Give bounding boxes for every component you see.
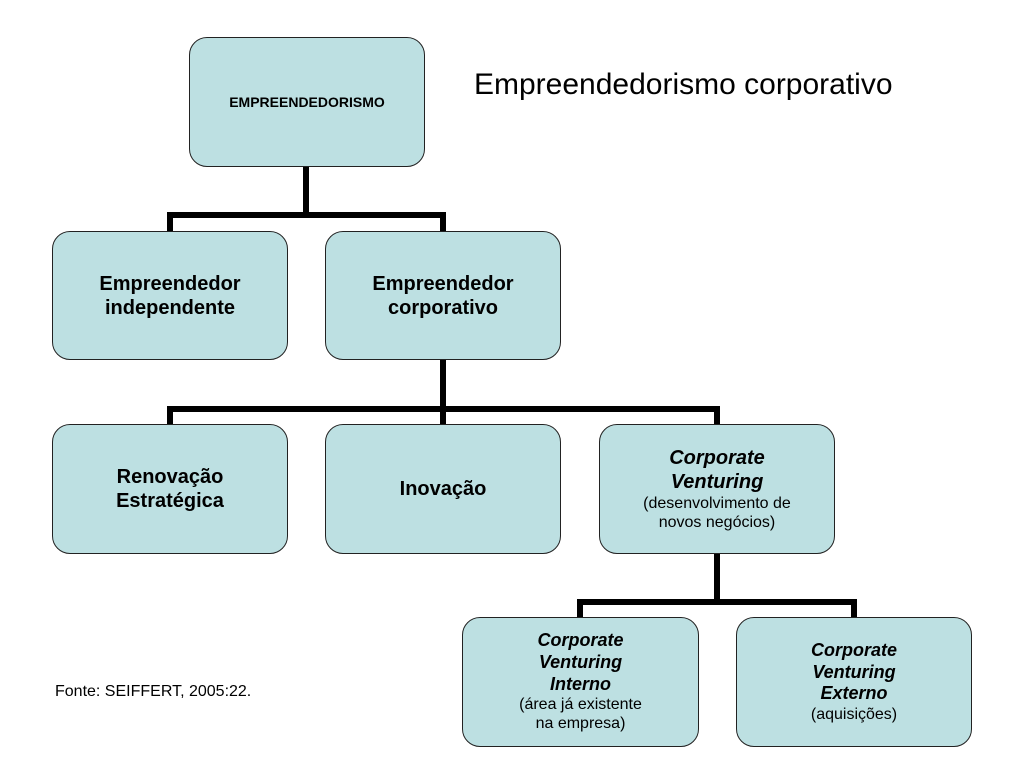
node-label-line2: Venturing bbox=[812, 661, 896, 682]
node-renovacao-estrategica: Renovação Estratégica bbox=[52, 424, 288, 554]
node-label-line1: Empreendedor bbox=[99, 272, 241, 295]
node-label-line2: Venturing bbox=[670, 470, 764, 493]
node-inovacao: Inovação bbox=[325, 424, 561, 554]
node-corporate-venturing: Corporate Venturing (desenvolvimento de … bbox=[599, 424, 835, 554]
node-label: Inovação bbox=[399, 478, 487, 500]
source-citation: Fonte: SEIFFERT, 2005:22. bbox=[55, 683, 252, 700]
node-label-line1: Corporate bbox=[537, 630, 624, 651]
node-sublabel-line1: (aquisições) bbox=[810, 705, 898, 723]
node-corporate-venturing-externo: Corporate Venturing Externo (aquisições) bbox=[736, 617, 972, 747]
node-label-line1: Corporate bbox=[810, 640, 897, 661]
node-label-line1: Corporate bbox=[669, 446, 765, 469]
node-label-line1: Empreendedor bbox=[372, 272, 514, 295]
node-empreendedorismo: EMPREENDEDORISMO bbox=[189, 37, 425, 167]
node-sublabel-line2: novos negócios) bbox=[658, 514, 776, 531]
node-empreendedor-independente: Empreendedor independente bbox=[52, 231, 288, 360]
node-corporate-venturing-interno: Corporate Venturing Interno (área já exi… bbox=[462, 617, 699, 747]
node-label-line2: independente bbox=[104, 296, 235, 319]
node-label-line2: Venturing bbox=[538, 652, 623, 673]
node-label-line2: corporativo bbox=[387, 296, 499, 319]
node-sublabel-line1: (área já existente bbox=[519, 696, 642, 714]
node-label-line3: Interno bbox=[550, 673, 611, 694]
node-sublabel-line2: na empresa) bbox=[535, 715, 626, 733]
node-label: EMPREENDEDORISMO bbox=[229, 93, 385, 110]
node-empreendedor-corporativo: Empreendedor corporativo bbox=[325, 231, 561, 360]
node-label-line3: Externo bbox=[820, 683, 888, 704]
node-label-line1: Renovação bbox=[116, 466, 224, 488]
node-label-line2: Estratégica bbox=[116, 490, 224, 512]
node-sublabel-line1: (desenvolvimento de bbox=[643, 494, 791, 512]
page-title: Empreendedorismo corporativo bbox=[474, 68, 893, 101]
